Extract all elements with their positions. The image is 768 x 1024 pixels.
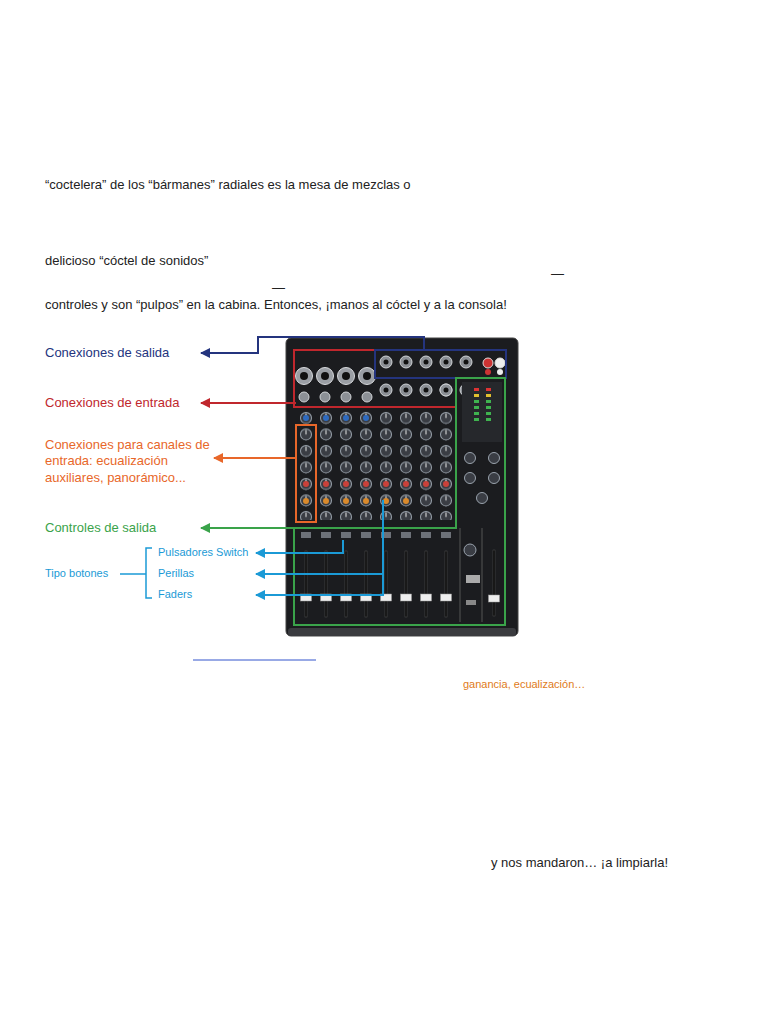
body-text: “coctelera” de los “bármanes” radiales e… — [45, 177, 411, 193]
part-label: Conexiones para canales de entrada: ecua… — [45, 437, 210, 486]
part-label: Perillas — [158, 567, 194, 581]
group-label: Tipo botones — [45, 567, 108, 581]
dash-mark: — — [551, 266, 564, 282]
part-label: Controles de salida — [45, 520, 156, 536]
body-text: delicioso “cóctel de sonidos” — [45, 253, 208, 269]
note-text: ganancia, ecualización… — [463, 678, 585, 692]
body-text: controles y son “pulpos” en la cabina. E… — [45, 297, 507, 313]
body-text: y nos mandaron… ¡a limpiarla! — [491, 855, 668, 871]
part-label: Conexiones de salida — [45, 345, 169, 361]
part-label: Conexiones de entrada — [45, 395, 179, 411]
dash-mark: — — [272, 280, 285, 296]
part-label: Faders — [158, 588, 192, 602]
part-label: Pulsadores Switch — [158, 546, 249, 560]
